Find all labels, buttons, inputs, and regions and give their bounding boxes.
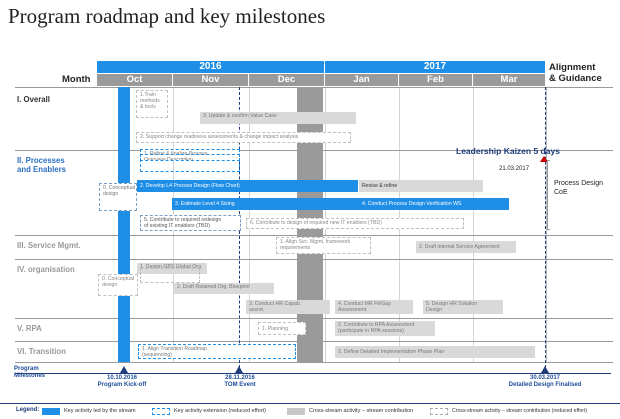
activity-rpa-planning: 1. Planning: [258, 322, 306, 335]
legend-swatch-cross: [287, 408, 305, 415]
activity-support-change: 2. Support change readiness assessments …: [136, 132, 351, 143]
milestone-design: 30.03.2017 Detailed Design Finalised: [500, 375, 590, 388]
process-design-coe: Process Design CoE: [554, 180, 604, 196]
milestone-tom: 28.11.2016 TOM Event: [210, 375, 270, 388]
year-2016: 2016: [97, 61, 325, 73]
legend-swatch-key: [42, 408, 60, 415]
row-label-processes: II. Processes and Enablers: [17, 156, 66, 174]
detailed-design-line: [545, 87, 546, 373]
program-milestones-label: Program Milestones: [14, 366, 46, 379]
activity-rpa-contribute: 2. Contribute to RPA Assessment (partici…: [335, 321, 435, 336]
milestone-timeline: [15, 373, 611, 374]
activity-conceptual-design-org: 0. Conceptual design: [98, 274, 138, 296]
activity-align-svc: 1. Align Svc. Mgmt. framework requiremen…: [276, 237, 371, 254]
legend-title: Legend:: [16, 407, 40, 413]
month-feb: Feb: [399, 74, 473, 86]
legend-swatch-cross-reduced: [430, 408, 448, 415]
activity-contribute-it: 6. Contribute to design of required new …: [246, 218, 464, 229]
milestone-kickoff-label: Program Kick-off: [97, 381, 147, 388]
coe-bracket: [547, 160, 550, 230]
legend-swatch-extension: [152, 408, 170, 415]
milestone-kickoff-date: 10.10.2016: [106, 375, 138, 381]
month-header-label: Month: [62, 74, 91, 85]
month-dec: Dec: [249, 74, 325, 86]
year-2017: 2017: [325, 61, 546, 73]
activity-conduct-mr-fit: 4. Conduct MR Fit/Gap Assessment: [335, 300, 413, 314]
row-label-overall: I. Overall: [17, 95, 50, 104]
activity-design-gbs-extension: [140, 268, 200, 283]
milestone-kickoff: 10.10.2016 Program Kick-off: [94, 375, 150, 388]
row-label-organisation: IV. organisation: [17, 265, 75, 274]
month-mar: Mar: [473, 74, 546, 86]
activity-refine-process-extension: [140, 154, 240, 172]
activity-draft-retained: 2. Draft Retained Org. Blueprint: [174, 283, 274, 294]
month-jan: Jan: [325, 74, 399, 86]
month-oct: Oct: [97, 74, 173, 86]
activity-design-hr: 5. Design HR Solution Design: [423, 300, 503, 314]
grid-line: [546, 87, 547, 362]
activity-estimate-l4: 3. Estimate Level 4 Sizing: [172, 198, 359, 210]
activity-update-value-case: 3. Update & confirm Value Case: [200, 112, 356, 124]
activity-define-implementation: 2. Define Detailed Implementation Phase …: [335, 346, 535, 358]
kaizen-marker-icon: [540, 156, 548, 162]
legend-cross-stream: Cross-stream activity – stream contribut…: [309, 408, 414, 414]
milestone-kickoff-icon: [120, 366, 128, 373]
row-label-transition: VI. Transition: [17, 347, 66, 356]
grid-line: [473, 87, 474, 362]
activity-contribute-redesign: 5. Contribute to required redesign of ex…: [140, 215, 241, 231]
legend-cross-stream-reduced: Cross-stream activity – stream contribut…: [452, 408, 588, 414]
kaizen-date: 21.03.2017: [499, 166, 530, 172]
row-label-rpa: V. RPA: [17, 324, 42, 333]
row-label-service: III. Service Mgmt.: [17, 241, 81, 250]
activity-conceptual-design-pe: 0. Conceptual design: [99, 183, 137, 211]
page-title: Program roadmap and key milestones: [8, 4, 326, 28]
legend-key-extension: Key activity extension (reduced effort): [174, 408, 266, 414]
month-nov: Nov: [173, 74, 249, 86]
activity-draft-sla: 2. Draft internal Service Agreement: [416, 241, 516, 253]
activity-train-methods: 1.Train methods & tools: [136, 90, 168, 118]
activity-conduct-verification: 4. Conduct Process Design Verification W…: [359, 198, 509, 210]
activity-conduct-hr-capab: 3. Conduct HR Capab. assmt.: [246, 300, 330, 314]
milestone-tom-icon: [235, 366, 243, 373]
activity-develop-l4: 2. Develop L4 Process Design (Flow Chart…: [137, 180, 358, 192]
milestone-tom-label: TOM Event: [224, 381, 256, 388]
milestone-design-date: 30.03.2017: [529, 375, 561, 381]
milestone-design-icon: [541, 366, 549, 373]
activity-revise-refine: Revise & refine: [359, 180, 483, 192]
row-divider: [15, 362, 613, 363]
legend-key-activity: Key activity led by the stream: [64, 408, 136, 414]
activity-align-transition: 1. Align Transition Roadmap (sequencing): [138, 344, 296, 359]
alignment-guidance-header: Alignment & Guidance: [549, 62, 602, 84]
kickoff-milestone-column: [118, 87, 130, 362]
kaizen-label: Leadership Kaizen 5 days: [456, 146, 560, 156]
milestone-tom-date: 28.11.2016: [225, 375, 255, 381]
legend-divider: [0, 403, 620, 404]
milestone-design-label: Detailed Design Finalised: [508, 381, 582, 388]
